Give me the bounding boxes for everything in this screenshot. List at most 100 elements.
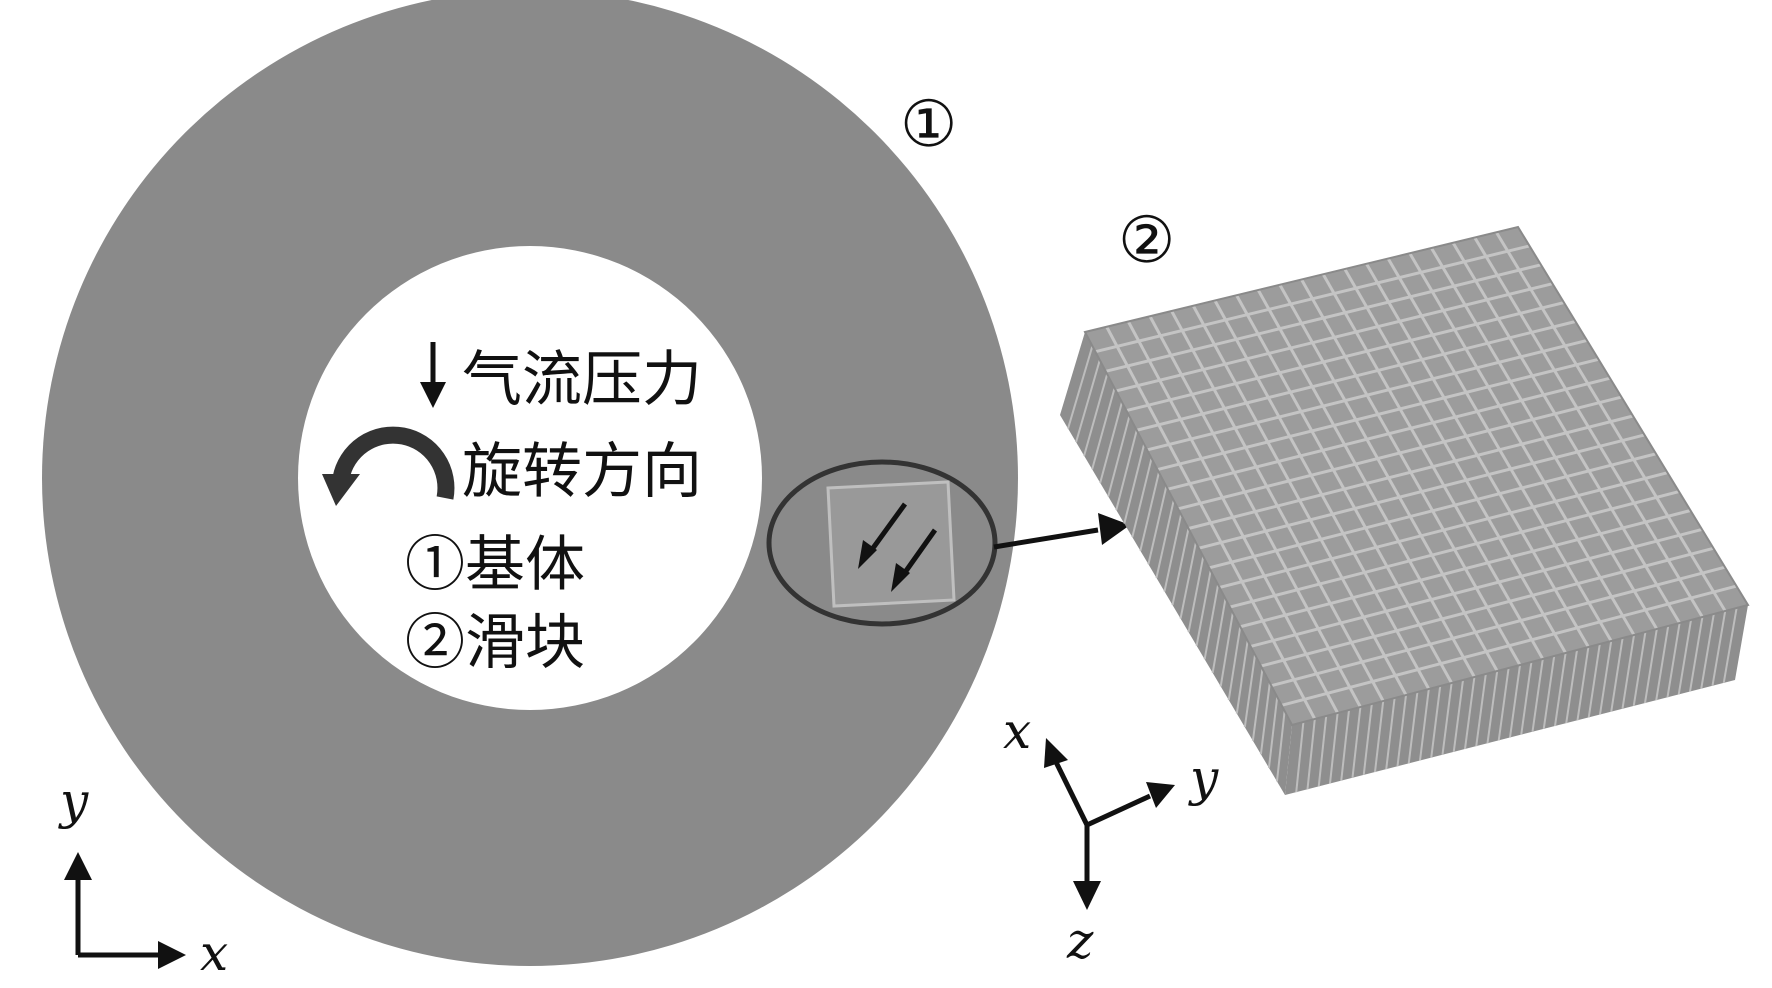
mesh-line [1267,696,1279,768]
mesh-line [1281,584,1737,707]
mesh-line [1520,661,1533,735]
mesh-line [1452,679,1464,753]
mesh-line [1219,471,1668,589]
mesh-line [1131,458,1153,538]
mesh-line [1107,415,1131,497]
mesh-line [1542,655,1556,730]
mesh-line [1351,706,1362,778]
mesh-line [1689,616,1704,692]
mesh-line [1531,658,1544,732]
mesh-line [1407,691,1419,764]
axis3d-y-label: y [1188,749,1219,807]
axis2d-y-label: y [58,772,89,830]
mesh-line [1396,694,1407,767]
mesh-line [1329,712,1339,784]
mesh-line [1075,359,1101,443]
mesh-line [1343,268,1567,654]
mesh-line [1198,433,1645,550]
marker-base: ① [900,88,957,162]
mesh-line [1171,528,1190,606]
mesh-line [1235,640,1249,714]
slider-block-3d [1060,225,1750,795]
mesh-line [1188,414,1634,530]
mesh-line [1147,486,1168,565]
mesh-line [1700,613,1715,689]
connector-arrow-icon [993,513,1130,550]
annular-disk [42,0,1018,966]
mesh-line [1419,688,1430,761]
axis3d-x-label: x [1003,702,1031,760]
mesh-line [1208,452,1657,570]
mesh-line [1473,236,1704,618]
mesh-line [1155,500,1175,579]
mesh-line [1486,670,1499,744]
mesh-line [1362,703,1373,775]
mesh-line [1243,654,1257,728]
mesh-line [1229,490,1680,609]
mesh-line [1374,700,1385,773]
slider-left-face [1060,332,1292,795]
mesh-line [1430,247,1659,630]
legend-slider-item: ②滑块 [405,608,585,678]
mesh-line [1259,682,1271,755]
mesh-line [1187,556,1205,633]
mesh-line [1067,345,1094,429]
mesh-line [1666,622,1681,698]
mesh-line [1239,509,1691,629]
slider-top-grid [1094,231,1737,720]
mesh-line [1464,676,1476,750]
slider-side-stripes [1067,345,1738,793]
legend-rotation-direction: 旋转方向 [462,437,702,507]
mesh-line [1163,514,1183,592]
mesh-line [1340,709,1350,781]
mesh-line [1599,640,1613,715]
mesh-line [1587,643,1601,718]
marker-slider: ② [1118,204,1175,278]
small-force-arrows-icon [858,502,938,592]
slider-location-callout [766,459,998,627]
disk-hole [298,246,762,710]
mesh-line [1083,373,1109,456]
mesh-line [1385,697,1396,770]
mesh-line [1270,565,1726,688]
mesh-line [1408,252,1636,636]
axis3d-z-label: z [1066,912,1094,970]
mesh-line [1677,619,1692,695]
mesh-line [1251,668,1264,741]
mesh-line [1227,626,1242,701]
mesh-line [1195,570,1212,646]
mesh-line [1219,612,1234,687]
mesh-line [1509,664,1521,738]
legend: 气流压力 旋转方向 ①基体 ②滑块 [322,342,702,678]
mesh-line [1554,652,1567,727]
highlight-ellipse [766,459,998,627]
mesh-line [1179,542,1197,619]
mesh-line [1203,584,1220,660]
legend-base-item: ①基体 [405,530,585,600]
mesh-line [1123,444,1146,524]
mesh-line [1495,231,1727,612]
mesh-line [1099,401,1123,484]
down-arrow-icon [420,342,446,408]
mesh-line [1441,682,1453,755]
legend-airflow-pressure: 气流压力 [462,345,702,415]
mesh-line [1211,598,1227,674]
small-slider [826,480,956,608]
mesh-line [1250,527,1703,648]
mesh-line [1621,634,1635,709]
mesh-line [1644,628,1658,704]
mesh-line [1275,710,1286,782]
mesh-line [1306,718,1316,790]
mesh-line [1610,637,1624,712]
rotation-arrow-icon [322,426,455,506]
mesh-line [1655,625,1670,701]
mesh-line [1576,646,1590,721]
axes-2d: y x [58,772,228,982]
mesh-line [1430,685,1442,758]
mesh-line [1260,546,1714,668]
axis2d-x-label: x [200,924,228,982]
mesh-line [1475,673,1487,747]
mesh-line [1386,257,1613,642]
mesh-line [1565,649,1578,724]
